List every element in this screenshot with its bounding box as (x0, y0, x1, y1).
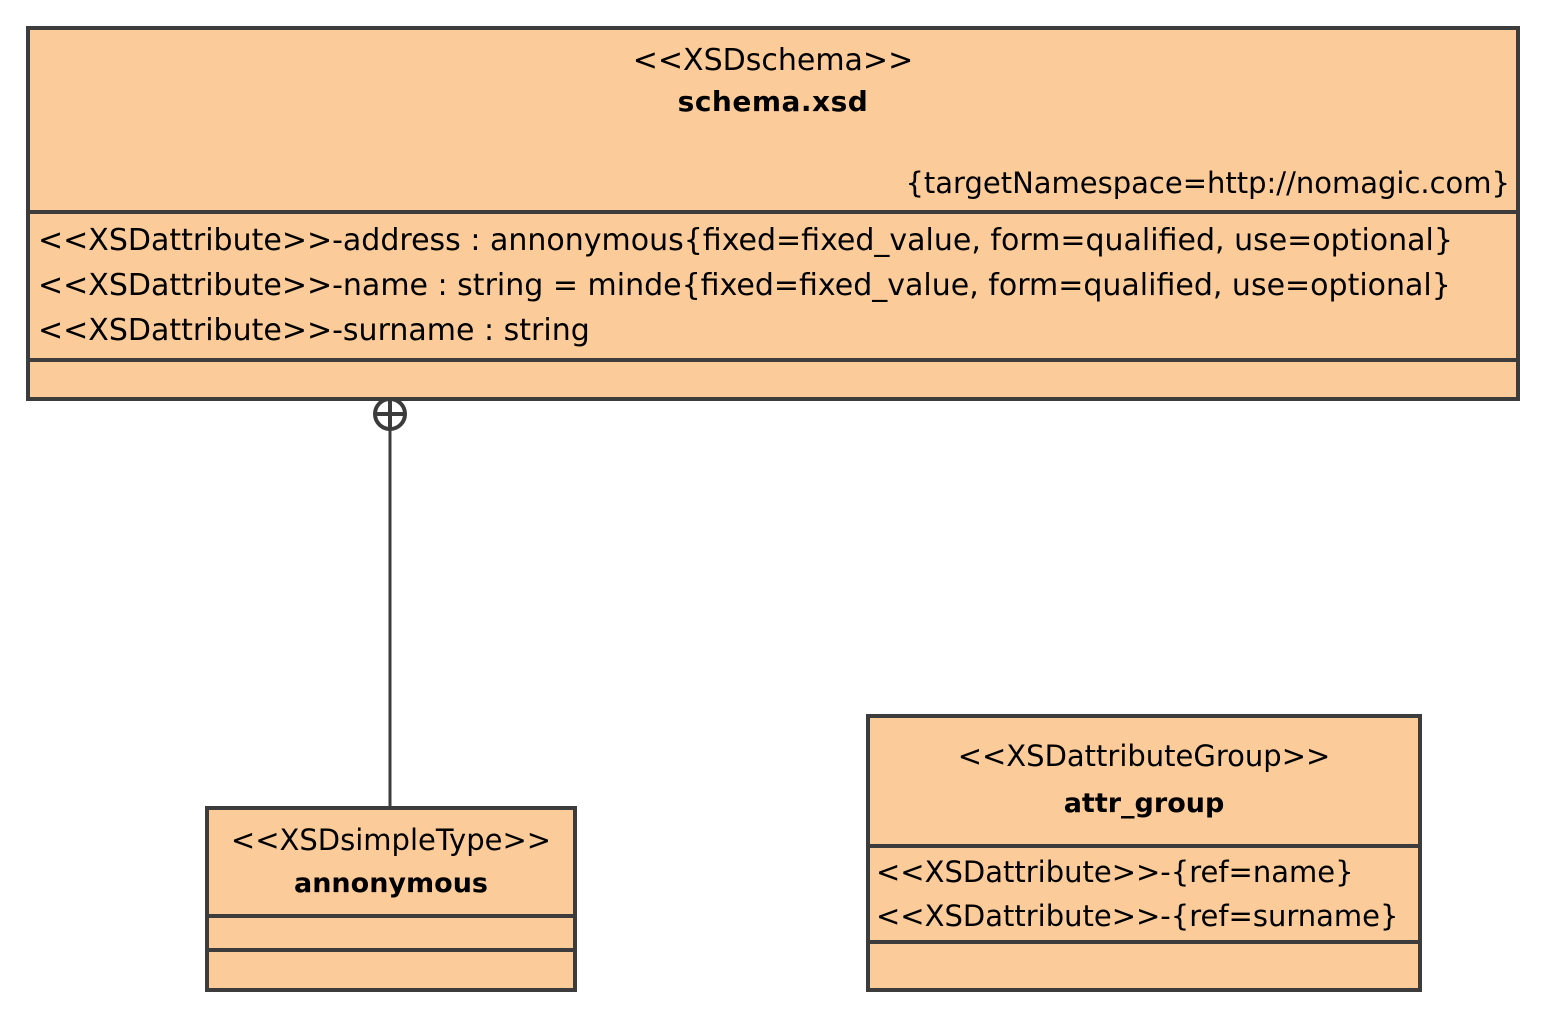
attrgroup-class-name: attr_group (1063, 788, 1225, 819)
attrgroup-attributes-compartment: <<XSDattribute>>-{ref=name} <<XSDattribu… (870, 844, 1418, 940)
class-attr-group[interactable]: <<XSDattributeGroup>> attr_group <<XSDat… (866, 714, 1422, 992)
schema-attribute-row[interactable]: <<XSDattribute>>-address : annonymous{fi… (38, 223, 1453, 258)
class-schema-xsd[interactable]: <<XSDschema>> schema.xsd {targetNamespac… (26, 26, 1520, 401)
schema-header-compartment: <<XSDschema>> schema.xsd {targetNamespac… (30, 30, 1516, 210)
simpletype-header-compartment: <<XSDsimpleType>> annonymous (209, 810, 573, 914)
simpletype-operations-compartment (209, 948, 573, 988)
schema-operations-compartment (30, 358, 1516, 378)
containment-circle-icon (373, 397, 407, 431)
attrgroup-attribute-row[interactable]: <<XSDattribute>>-{ref=surname} (876, 899, 1399, 933)
attrgroup-stereotype: <<XSDattributeGroup>> (957, 739, 1331, 773)
schema-attribute-row[interactable]: <<XSDattribute>>-surname : string (38, 313, 590, 348)
attrgroup-header-compartment: <<XSDattributeGroup>> attr_group (870, 718, 1418, 844)
schema-tagged-values: {targetNamespace=http://nomagic.com} (905, 166, 1510, 200)
class-annonymous-simple-type[interactable]: <<XSDsimpleType>> annonymous (205, 806, 577, 992)
attrgroup-attribute-row[interactable]: <<XSDattribute>>-{ref=name} (876, 855, 1354, 889)
schema-class-name: schema.xsd (677, 85, 869, 118)
attrgroup-operations-compartment (870, 940, 1418, 988)
simpletype-class-name: annonymous (293, 868, 488, 899)
schema-stereotype: <<XSDschema>> (632, 43, 914, 78)
simpletype-stereotype: <<XSDsimpleType>> (230, 823, 552, 857)
schema-attribute-row[interactable]: <<XSDattribute>>-name : string = minde{f… (38, 268, 1451, 303)
schema-attributes-compartment: <<XSDattribute>>-address : annonymous{fi… (30, 210, 1516, 358)
simpletype-attributes-compartment (209, 914, 573, 948)
